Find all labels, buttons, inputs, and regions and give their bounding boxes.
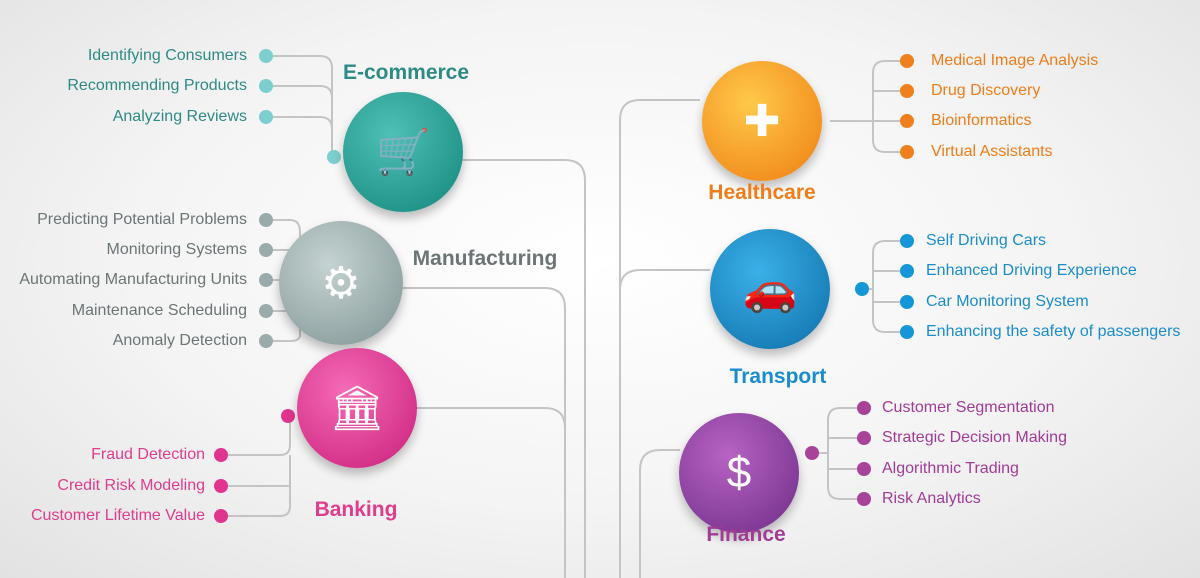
finance-title: Finance bbox=[706, 523, 786, 546]
list-item: Risk Analytics bbox=[882, 490, 981, 507]
transport-title: Transport bbox=[729, 365, 827, 388]
healthcare-illustration: ✚ bbox=[702, 61, 822, 181]
list-item: Virtual Assistants bbox=[931, 143, 1053, 160]
ecommerce-title: E-commerce bbox=[342, 61, 470, 84]
banking-illustration: 🏛 bbox=[297, 348, 417, 468]
list-item: Analyzing Reviews bbox=[112, 108, 247, 125]
list-item: Anomaly Detection bbox=[112, 332, 247, 349]
list-item: Bioinformatics bbox=[931, 112, 1032, 129]
manufacturing-title: Manufacturing bbox=[412, 247, 558, 270]
list-item: Customer Segmentation bbox=[882, 399, 1055, 416]
list-item: Automating Manufacturing Units bbox=[19, 271, 247, 288]
list-item: Algorithmic Trading bbox=[882, 460, 1019, 477]
finance-illustration: $ bbox=[679, 413, 799, 533]
list-item: Monitoring Systems bbox=[106, 241, 248, 258]
list-item: Drug Discovery bbox=[931, 82, 1041, 99]
healthcare-title: Healthcare bbox=[708, 181, 816, 204]
ecommerce-illustration: 🛒 bbox=[343, 92, 463, 212]
banking-title: Banking bbox=[314, 498, 398, 521]
list-item: Self Driving Cars bbox=[926, 232, 1047, 249]
list-item: Medical Image Analysis bbox=[931, 52, 1099, 69]
list-item: Enhanced Driving Experience bbox=[926, 262, 1137, 279]
list-item: Customer Lifetime Value bbox=[31, 507, 205, 524]
manufacturing-illustration: ⚙ bbox=[279, 221, 403, 345]
list-item: Identifying Consumers bbox=[87, 47, 247, 64]
list-item: Strategic Decision Making bbox=[882, 429, 1067, 446]
list-item: Recommending Products bbox=[67, 77, 247, 94]
list-item: Enhancing the safety of passengers bbox=[926, 323, 1181, 340]
list-item: Car Monitoring System bbox=[926, 293, 1089, 310]
list-item: Fraud Detection bbox=[91, 446, 205, 463]
list-item: Predicting Potential Problems bbox=[37, 211, 247, 228]
list-item: Credit Risk Modeling bbox=[57, 477, 205, 494]
transport-illustration: 🚗 bbox=[710, 229, 830, 349]
list-item: Maintenance Scheduling bbox=[71, 302, 247, 319]
